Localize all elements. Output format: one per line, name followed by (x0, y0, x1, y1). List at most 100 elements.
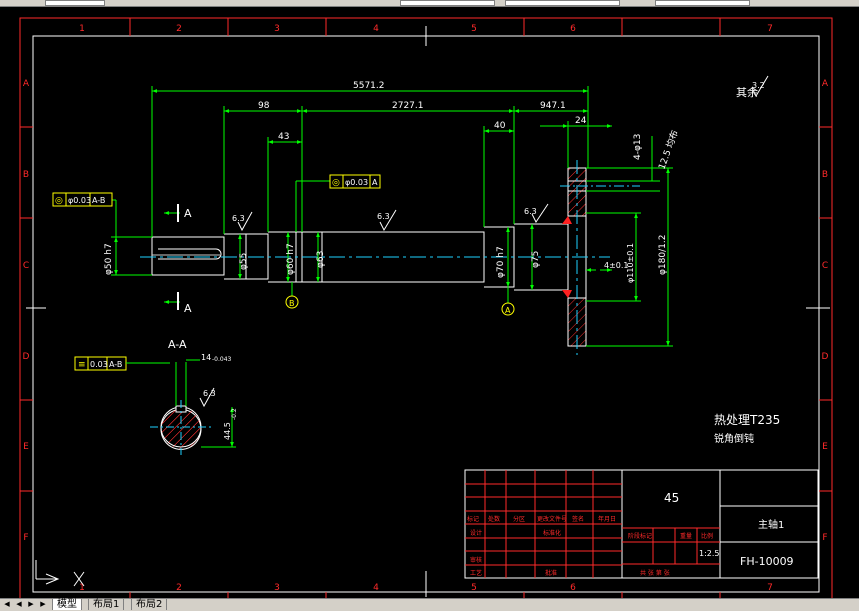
zone-row-f-left: F (23, 533, 28, 543)
zone-row-e-left: E (23, 442, 29, 452)
zone-col-2-bottom: 2 (176, 583, 182, 593)
datum-a-label: A (505, 306, 511, 315)
general-roughness-note: 其余 3.2 (736, 75, 769, 99)
layout-tabs-bar: ◀ ◀ ▶ ▶ 模型 布局1 布局2 (0, 598, 859, 611)
cut-label-top: A (184, 207, 192, 220)
roughness-note-value: 3.2 (752, 81, 765, 90)
zone-row-b-right: B (822, 170, 828, 180)
roughness-4: 6.3 (203, 389, 216, 398)
tolerance-frame-ab: ◎ φ0.03 A-B (52, 192, 113, 207)
title-part-name: 主轴1 (758, 518, 784, 531)
title-block (464, 469, 819, 579)
zone-col-3-top: 3 (274, 24, 280, 34)
tab-first-arrow-icon[interactable]: ◀ (4, 600, 10, 608)
tb-row-design: 设计 (470, 529, 482, 537)
zone-row-b-left: B (23, 170, 29, 180)
zone-row-f-right: F (822, 533, 827, 543)
cut-label-bottom: A (184, 302, 192, 315)
title-drawing-no: FH-10009 (740, 555, 794, 568)
tab-next-arrow-icon[interactable]: ▶ (28, 600, 34, 608)
section-depth-tol: -0.2 (231, 408, 238, 420)
tol-sym-ref: A-B (109, 360, 122, 369)
zone-row-c-left: C (23, 261, 29, 271)
dimension-texts: 5571.2 98 2727.1 947.1 43 40 24 φ50 h7 φ… (104, 81, 681, 283)
zone-col-6-bottom: 6 (570, 583, 576, 593)
tol-sym-sym: ≡ (78, 360, 86, 370)
toolbar-dropdown-style[interactable] (505, 0, 620, 6)
dim-43: 43 (278, 132, 289, 142)
inner-frame (32, 35, 820, 593)
zone-col-1-top: 1 (79, 24, 85, 34)
dim-2727: 2727.1 (392, 101, 424, 111)
dim-phi60: φ60 h7 (286, 243, 296, 275)
tol-a-sym: ◎ (332, 178, 340, 188)
section-aa (150, 400, 212, 455)
dim-phi110: φ110±0.1 (626, 243, 635, 283)
note-chamfer: 锐角倒钝 (714, 432, 754, 445)
zone-row-a-left: A (23, 79, 30, 89)
toolbar-dropdown[interactable] (45, 0, 105, 6)
zone-row-d-right: D (822, 352, 829, 362)
zone-col-4-bottom: 4 (373, 583, 379, 593)
tab-last-arrow-icon[interactable]: ▶ (40, 600, 46, 608)
dimension-lines (111, 86, 673, 347)
toolbar-dropdown-linetype[interactable] (655, 0, 750, 6)
zone-col-1-bottom: 1 (79, 583, 85, 593)
tolerance-frame-a: ◎ φ0.03 A (329, 174, 381, 189)
title-material: 45 (664, 491, 679, 505)
zone-ticks (20, 18, 832, 598)
dim-holes-depth: 12.5 均布 (656, 128, 681, 171)
dim-947: 947.1 (540, 101, 566, 111)
tb-hdr-zone: 分区 (513, 515, 525, 523)
weld-fillet-bottom (562, 290, 572, 298)
zone-row-a-right: A (822, 79, 829, 89)
zone-col-4-top: 4 (373, 24, 379, 34)
tab-model[interactable]: 模型 (52, 599, 82, 610)
tb-weight: 重量 (680, 532, 692, 540)
cad-drawing-canvas[interactable]: 1 2 3 4 5 6 7 1 2 3 4 5 6 7 A B C D E F … (0, 7, 859, 598)
roughness-1: 6.3 (232, 214, 245, 223)
tb-stage: 阶段标记 (628, 532, 652, 540)
zone-col-6-top: 6 (570, 24, 576, 34)
note-heat-treatment: 热处理T235 (714, 413, 780, 427)
dim-phi50: φ50 h7 (104, 243, 114, 275)
tol-ab-sym: ◎ (55, 196, 63, 206)
weld-fillet-top (562, 216, 572, 224)
roughness-3: 6.3 (524, 207, 537, 216)
title-scale: 1:2.5 (699, 549, 720, 558)
tol-ab-ref: A-B (92, 196, 105, 205)
dim-phi55: φ55 (239, 253, 249, 270)
zone-row-e-right: E (822, 442, 828, 452)
tab-prev-arrow-icon[interactable]: ◀ (16, 600, 22, 608)
zone-col-7-top: 7 (767, 24, 773, 34)
section-depth: 44.5 (223, 422, 232, 440)
dim-phi180: φ180/1.2 (658, 235, 668, 275)
zone-col-5-bottom: 5 (471, 583, 477, 593)
section-title: A-A (168, 338, 187, 351)
dim-phi63: φ63 (316, 251, 326, 268)
tb-row-review: 审核 (470, 556, 482, 564)
tb-scale-label: 比例 (701, 532, 713, 540)
dim-4: 4±0.1 (604, 261, 629, 270)
dim-overall: 5571.2 (353, 81, 385, 91)
tb-row-std: 标准化 (543, 529, 561, 537)
tb-hdr-doc: 更改文件号 (537, 515, 567, 523)
tol-a-val: φ0.03 (345, 178, 368, 187)
dim-24: 24 (575, 116, 587, 126)
datum-b-label: B (289, 299, 295, 308)
tol-a-ref: A (372, 178, 378, 187)
ucs-icon (35, 560, 85, 587)
datum-b: B (285, 295, 299, 309)
section-key-width: 14 (201, 353, 211, 362)
tolerance-frame-sym: ≡ 0.03 A-B (74, 356, 170, 371)
zone-col-3-bottom: 3 (274, 583, 280, 593)
dim-holes: 4-φ13 (633, 134, 643, 160)
toolbar-dropdown-layer[interactable] (400, 0, 495, 6)
cad-toolbar-strip (0, 0, 859, 7)
roughness-2: 6.3 (377, 212, 390, 221)
tab-layout2[interactable]: 布局2 (131, 599, 168, 610)
zone-col-5-top: 5 (471, 24, 477, 34)
tb-hdr-mark: 标记 (467, 515, 479, 523)
tab-layout1[interactable]: 布局1 (88, 599, 125, 610)
tb-sheets: 共 张 第 张 (640, 569, 670, 577)
